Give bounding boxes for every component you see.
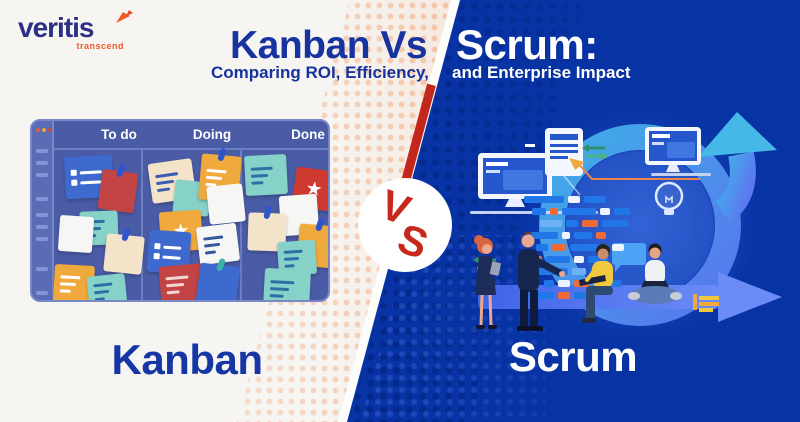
veritis-logo: veritis transcend xyxy=(18,10,133,51)
vs-badge: V S xyxy=(358,178,452,272)
lightbulb-icon xyxy=(654,181,684,215)
person-man xyxy=(517,231,565,331)
sidebar-pill xyxy=(36,291,48,295)
sidebar-pill xyxy=(36,213,48,217)
sticky-note xyxy=(103,227,145,275)
monitor-icon xyxy=(645,127,711,176)
sidebar-pill xyxy=(36,149,48,153)
subtitle-right: and Enterprise Impact xyxy=(452,63,631,82)
column-done: Done xyxy=(291,127,325,142)
sticky-note xyxy=(86,273,128,300)
column-doing: Doing xyxy=(192,127,232,142)
board-header: To do Doing Done xyxy=(54,121,328,150)
sticky-note xyxy=(206,183,246,225)
notes-layer: ★★ xyxy=(32,121,328,300)
sticky-note xyxy=(243,153,289,197)
scrum-illustration-people xyxy=(474,231,682,331)
sticky-note xyxy=(57,214,95,254)
sticky-note xyxy=(97,163,139,214)
sidebar-pill xyxy=(36,173,48,177)
sidebar-pill xyxy=(36,197,48,201)
sidebar-pill xyxy=(36,161,48,165)
task-list-icon xyxy=(693,294,719,312)
subtitle-left: Comparing ROI, Efficiency, xyxy=(211,63,429,82)
connector-line xyxy=(569,158,700,180)
logo-brand-text: veritis xyxy=(18,12,94,43)
title-scrum: Scrum: xyxy=(456,21,598,68)
person-yellow-shirt xyxy=(579,244,613,323)
window-dots-icon xyxy=(36,128,52,132)
column-divider xyxy=(240,150,242,300)
sidebar-pill xyxy=(36,267,48,271)
sidebar-pill xyxy=(36,225,48,229)
column-todo: To do xyxy=(101,127,137,142)
label-scrum: Scrum xyxy=(508,333,638,380)
label-kanban: Kanban xyxy=(111,336,263,383)
person-cross-legged xyxy=(628,243,682,304)
sticky-note xyxy=(195,222,241,266)
sidebar-pill xyxy=(36,237,48,241)
logo-arrow-icon xyxy=(116,10,133,23)
title-kanban-vs: Kanban Vs xyxy=(230,24,428,67)
person-woman xyxy=(474,235,501,329)
sticky-note xyxy=(262,267,312,300)
kanban-board: To do Doing Done ★★ xyxy=(30,119,330,302)
sticky-note xyxy=(195,257,241,300)
logo-tagline: transcend xyxy=(76,41,124,51)
board-sidebar xyxy=(32,121,54,300)
column-divider xyxy=(141,150,143,300)
